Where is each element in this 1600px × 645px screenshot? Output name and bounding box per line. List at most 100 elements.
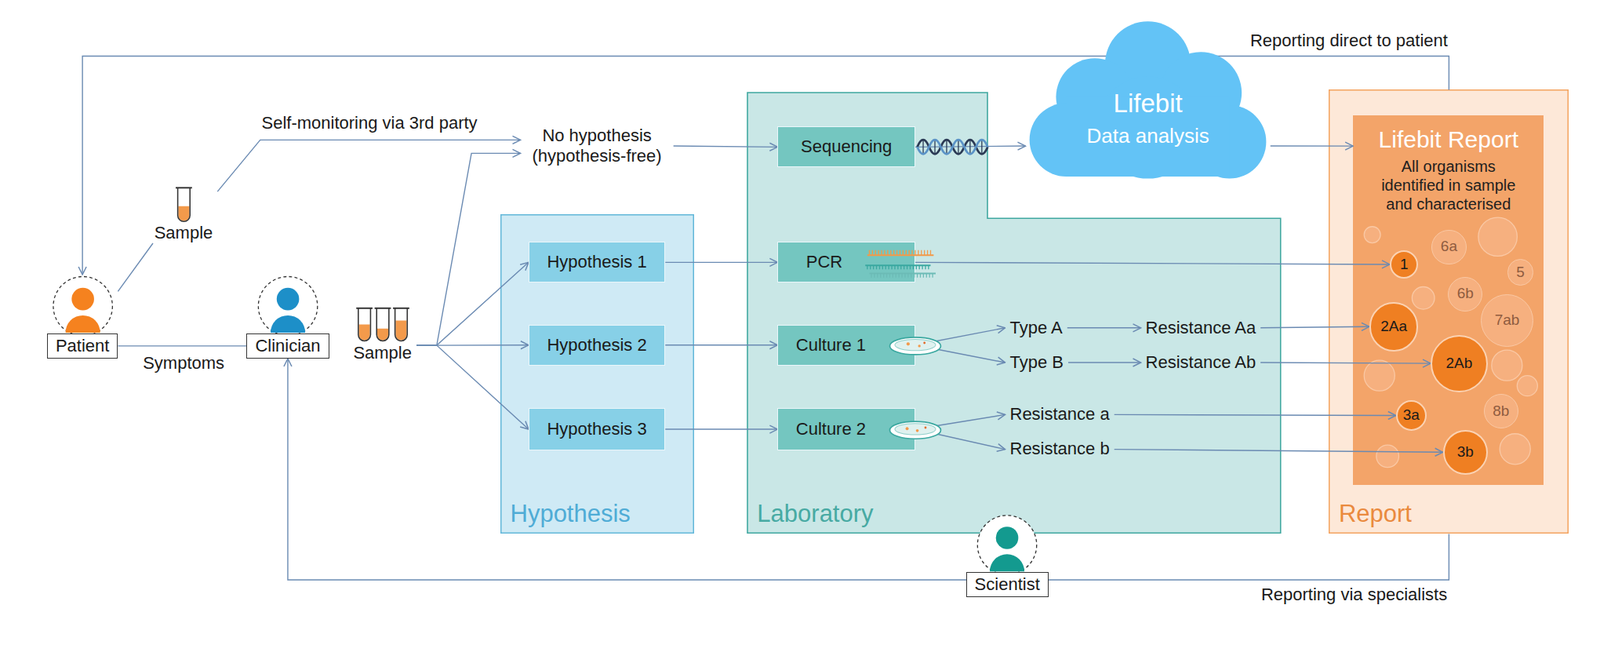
callout-number: 5 — [1516, 263, 1525, 282]
box-label: Hypothesis 2 — [546, 334, 647, 356]
connector — [117, 243, 153, 291]
edge-label-holder: Self-monitoring via 3rd party — [258, 112, 480, 134]
connector — [1260, 362, 1431, 364]
person-box: Patient — [47, 274, 119, 359]
connector — [1260, 326, 1370, 328]
lab-outline-shape — [747, 92, 1281, 533]
process-box: Hypothesis 2 — [528, 324, 666, 366]
person-icon — [258, 276, 317, 335]
step-label: Type A — [1010, 317, 1063, 339]
box-label: Sequencing — [800, 136, 892, 157]
report-panel: Lifebit ReportAll organisms identified i… — [1352, 115, 1544, 485]
result-circle: 6a — [1431, 229, 1466, 265]
edge-label-holder: Reporting via specialists — [1258, 584, 1450, 605]
text-node: Resistance b — [1005, 438, 1115, 459]
result-circle: 7ab — [1480, 294, 1535, 348]
cloud-label: Data analysis — [1087, 124, 1210, 149]
person-icon — [977, 515, 1037, 575]
role-label: Scientist — [966, 571, 1049, 597]
connector — [416, 345, 529, 430]
connector — [82, 56, 1449, 275]
role-label: Clinician — [246, 333, 329, 359]
process-box: Sequencing — [777, 126, 916, 168]
box-label: PCR — [806, 251, 843, 273]
edge-label: Symptoms — [142, 352, 225, 373]
sample-label: Sample — [154, 222, 214, 244]
connector — [665, 261, 778, 263]
group-panel: Hypothesis Hypothesis 1 Hypothesis 2 Hypoth… — [500, 214, 695, 534]
connector — [915, 414, 1006, 430]
callout-number: 2Ab — [1446, 354, 1473, 373]
cloud-node: LifebitData analysis — [1025, 15, 1271, 185]
callout-number: 6a — [1440, 237, 1458, 256]
panel-title: Hypothesis — [510, 499, 631, 528]
culture-dish — [889, 337, 941, 355]
sample-tube — [374, 308, 392, 342]
edge-label: Reporting direct to patient — [1250, 30, 1448, 51]
text-node: Resistance Ab — [1141, 352, 1262, 373]
box-label: Culture 1 — [796, 334, 866, 356]
text-node: Resistance Aa — [1141, 317, 1262, 339]
connector — [1114, 414, 1397, 415]
text-node: Resistance a — [1005, 403, 1115, 425]
result-circle: 3a — [1396, 400, 1427, 431]
sample-label: Sample — [352, 342, 412, 364]
step-label: Resistance Aa — [1145, 317, 1257, 339]
panel-title: Laboratory — [756, 499, 873, 528]
culture-dish — [889, 421, 941, 439]
process-box: Hypothesis 1 — [528, 241, 666, 283]
result-circle: 3b — [1443, 429, 1488, 475]
person-box: Clinician — [246, 274, 329, 359]
sample-tube — [356, 308, 373, 342]
text-node: Type A — [1005, 317, 1068, 339]
cloud-shape — [1029, 21, 1267, 179]
organism-bubbles — [1363, 217, 1538, 468]
callout-number: 3a — [1403, 406, 1420, 425]
result-circle: 5 — [1507, 258, 1535, 286]
callout-number: 2Aa — [1380, 317, 1408, 336]
report-text: Lifebit Report — [1378, 125, 1519, 154]
connector — [915, 261, 1390, 265]
report-text: All organisms identified in sample and c… — [1370, 156, 1528, 214]
panel-title: Report — [1338, 499, 1412, 528]
dna-helix — [917, 139, 989, 154]
connector — [915, 145, 1026, 147]
callout-number: 8b — [1492, 402, 1510, 421]
step-label: Resistance b — [1010, 438, 1110, 459]
connector — [665, 344, 778, 346]
edge-label: Self-monitoring via 3rd party — [261, 112, 477, 133]
sample-tube — [392, 308, 410, 342]
result-circle: 2Ab — [1430, 334, 1488, 393]
callout-number: 1 — [1400, 255, 1409, 274]
step-label: Type B — [1010, 352, 1064, 373]
step-label: Resistance Ab — [1145, 352, 1257, 373]
panel-title-holder: Hypothesis — [510, 499, 631, 528]
connector — [915, 345, 1006, 363]
connector — [287, 358, 1449, 580]
text-node: Type B — [1005, 352, 1069, 373]
sample-tube — [175, 187, 193, 222]
result-circle: 8b — [1483, 393, 1519, 429]
role-label: Patient — [47, 333, 119, 359]
person-icon — [53, 276, 113, 335]
box-label: Hypothesis 3 — [546, 418, 647, 440]
panel-title-holder: Report — [1338, 499, 1412, 528]
edge-label: Reporting via specialists — [1261, 584, 1448, 604]
connector — [416, 261, 529, 346]
connector — [1270, 145, 1353, 146]
connector — [665, 428, 778, 430]
connector — [673, 145, 779, 147]
person-box: Scientist — [966, 512, 1049, 597]
edge-label-holder: Reporting direct to patient — [1247, 30, 1451, 51]
step-label: No hypothesis (hypothesis-free) — [520, 125, 674, 168]
group-panel: Report Lifebit ReportAll organisms identi… — [1328, 89, 1569, 534]
callout-number: 6b — [1457, 284, 1474, 303]
callout-number: 7ab — [1494, 311, 1520, 330]
connector — [915, 327, 1006, 346]
result-circle: 6b — [1447, 276, 1483, 312]
box-label: Culture 2 — [796, 418, 866, 440]
pcr-strips — [865, 250, 936, 278]
